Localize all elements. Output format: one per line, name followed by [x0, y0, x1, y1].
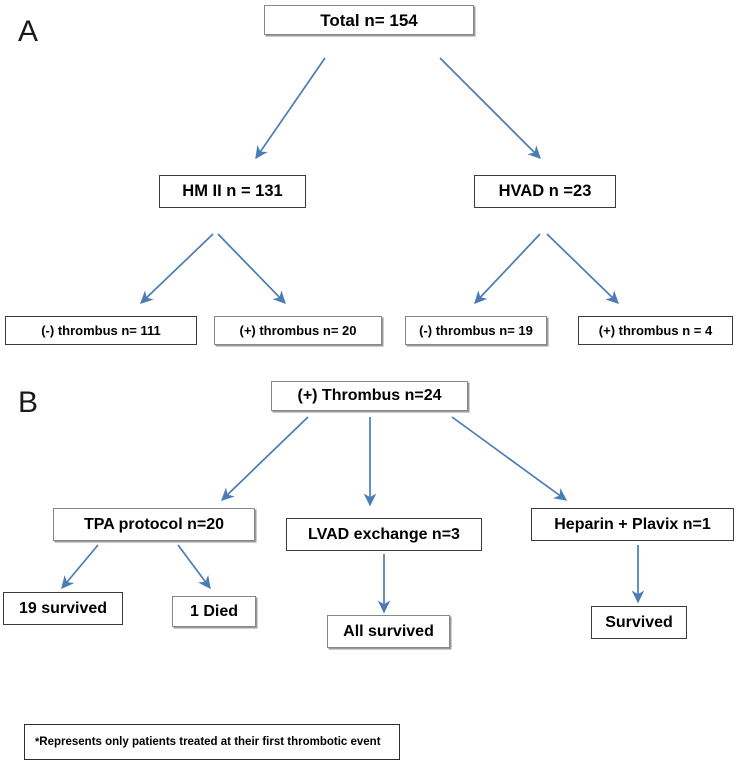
- node-hvad[interactable]: HVAD n =23: [474, 175, 616, 208]
- node-tpa-protocol[interactable]: TPA protocol n=20: [53, 508, 255, 541]
- arrow-total-to-hvad: [439, 57, 541, 159]
- node-hvad-thrombus-positive[interactable]: (+) thrombus n = 4: [578, 316, 733, 345]
- arrow-tpa-to-survived: [61, 544, 99, 590]
- arrow-thrombus-to-tpa: [221, 416, 309, 501]
- arrow-thrombus-to-heparin: [451, 416, 568, 501]
- arrow-hvad-to-neg: [474, 233, 541, 304]
- panel-label-a: A: [18, 15, 39, 48]
- node-survived[interactable]: Survived: [591, 606, 687, 639]
- panel-label-b: B: [18, 386, 39, 419]
- node-lvad-exchange[interactable]: LVAD exchange n=3: [286, 518, 482, 551]
- footnote-box: *Represents only patients treated at the…: [24, 724, 400, 760]
- footnote-text: Represents only patients treated at thei…: [39, 736, 381, 748]
- node-hmii-thrombus-positive[interactable]: (+) thrombus n= 20: [214, 316, 382, 345]
- node-thrombus-positive-total[interactable]: (+) Thrombus n=24: [271, 381, 468, 411]
- footnote-asterisk: *: [35, 735, 40, 748]
- arrow-total-to-hmii: [255, 57, 326, 160]
- node-19-survived[interactable]: 19 survived: [3, 592, 123, 625]
- node-hvad-thrombus-negative[interactable]: (-) thrombus n= 19: [405, 316, 547, 345]
- node-hm-ii[interactable]: HM II n = 131: [159, 175, 306, 208]
- node-hmii-thrombus-negative[interactable]: (-) thrombus n= 111: [5, 316, 197, 345]
- arrow-hmii-to-pos: [217, 233, 286, 304]
- node-total[interactable]: Total n= 154: [264, 5, 474, 35]
- arrow-hvad-to-pos: [546, 233, 619, 304]
- node-heparin-plavix[interactable]: Heparin + Plavix n=1: [531, 508, 734, 541]
- arrow-tpa-to-died: [177, 544, 211, 590]
- node-1-died[interactable]: 1 Died: [172, 596, 256, 627]
- node-all-survived[interactable]: All survived: [327, 615, 450, 648]
- arrow-hmii-to-neg: [140, 233, 214, 304]
